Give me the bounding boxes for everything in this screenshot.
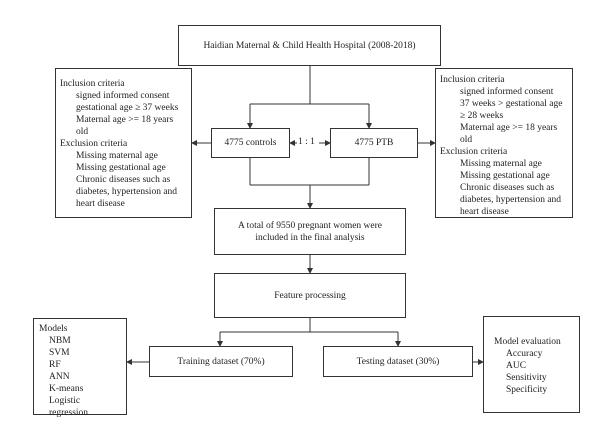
model-item: Logistic regression [49,396,89,418]
ptb-exclusion-item: Missing gestational age [460,171,550,181]
training-label: Training dataset (70%) [177,356,265,367]
feature-box: Feature processing [214,273,406,318]
controls-exclusion-title: Exclusion criteria [60,139,128,149]
ptb-inclusion-title: Inclusion criteria [440,75,505,85]
training-box: Training dataset (70%) [149,346,293,377]
evaluation-item: Specificity [506,385,548,395]
testing-label: Testing dataset (30%) [356,356,440,367]
ptb-inclusion-item: signed informed consent [460,87,554,97]
ratio-label: 1 : 1 [297,137,316,147]
model-item: NBM [49,336,71,346]
model-item: K-means [49,384,84,394]
controls-exclusion-item: Chronic diseases such as diabetes, hyper… [76,175,178,209]
evaluation-item: AUC [506,361,527,371]
controls-inclusion-item: Maternal age >= 18 years old [76,115,174,137]
ptb-exclusion-item: Chronic diseases such as diabetes, hyper… [460,183,562,217]
ptb-inclusion-item: Maternal age >= 18 years old [460,123,558,145]
controls-label: 4775 controls [224,138,277,148]
ptb-inclusion-item: 37 weeks > gestational age ≥ 28 weeks [460,99,563,121]
models-title: Models [39,324,68,334]
controls-exclusion-item: Missing gestational age [76,163,166,173]
evaluation-title: Model evaluation [494,337,561,347]
controls-inclusion-title: Inclusion criteria [60,79,125,89]
ptb-label: 4775 PTB [354,138,394,148]
models-box: Models NBM SVM RF ANN K-means Logistic r… [33,318,127,418]
total-label: A total of 9550 pregnant women were incl… [237,220,383,243]
hospital-box: Haidian Maternal & Child Health Hospital… [178,25,441,66]
controls-box: 4775 controls [211,128,290,158]
ptb-exclusion-title: Exclusion criteria [440,147,508,157]
evaluation-box: Model evaluation Accuracy AUC Sensitivit… [483,316,580,413]
controls-inclusion-item: gestational age ≥ 37 weeks [76,103,179,113]
hospital-label: Haidian Maternal & Child Health Hospital… [203,40,416,51]
controls-exclusion-item: Missing maternal age [76,151,158,161]
evaluation-item: Accuracy [506,349,543,359]
ptb-exclusion-item: Missing maternal age [460,159,542,169]
feature-label: Feature processing [274,290,346,301]
controls-inclusion-item: signed informed consent [76,91,170,101]
total-box: A total of 9550 pregnant women were incl… [214,208,406,255]
controls-criteria-box: Inclusion criteria signed informed conse… [55,68,192,218]
model-item: ANN [49,372,70,382]
evaluation-item: Sensitivity [506,373,547,383]
ptb-criteria-box: Inclusion criteria signed informed conse… [435,68,573,218]
ptb-box: 4775 PTB [330,128,418,158]
model-item: RF [49,360,61,370]
model-item: SVM [49,348,70,358]
testing-box: Testing dataset (30%) [323,346,473,377]
